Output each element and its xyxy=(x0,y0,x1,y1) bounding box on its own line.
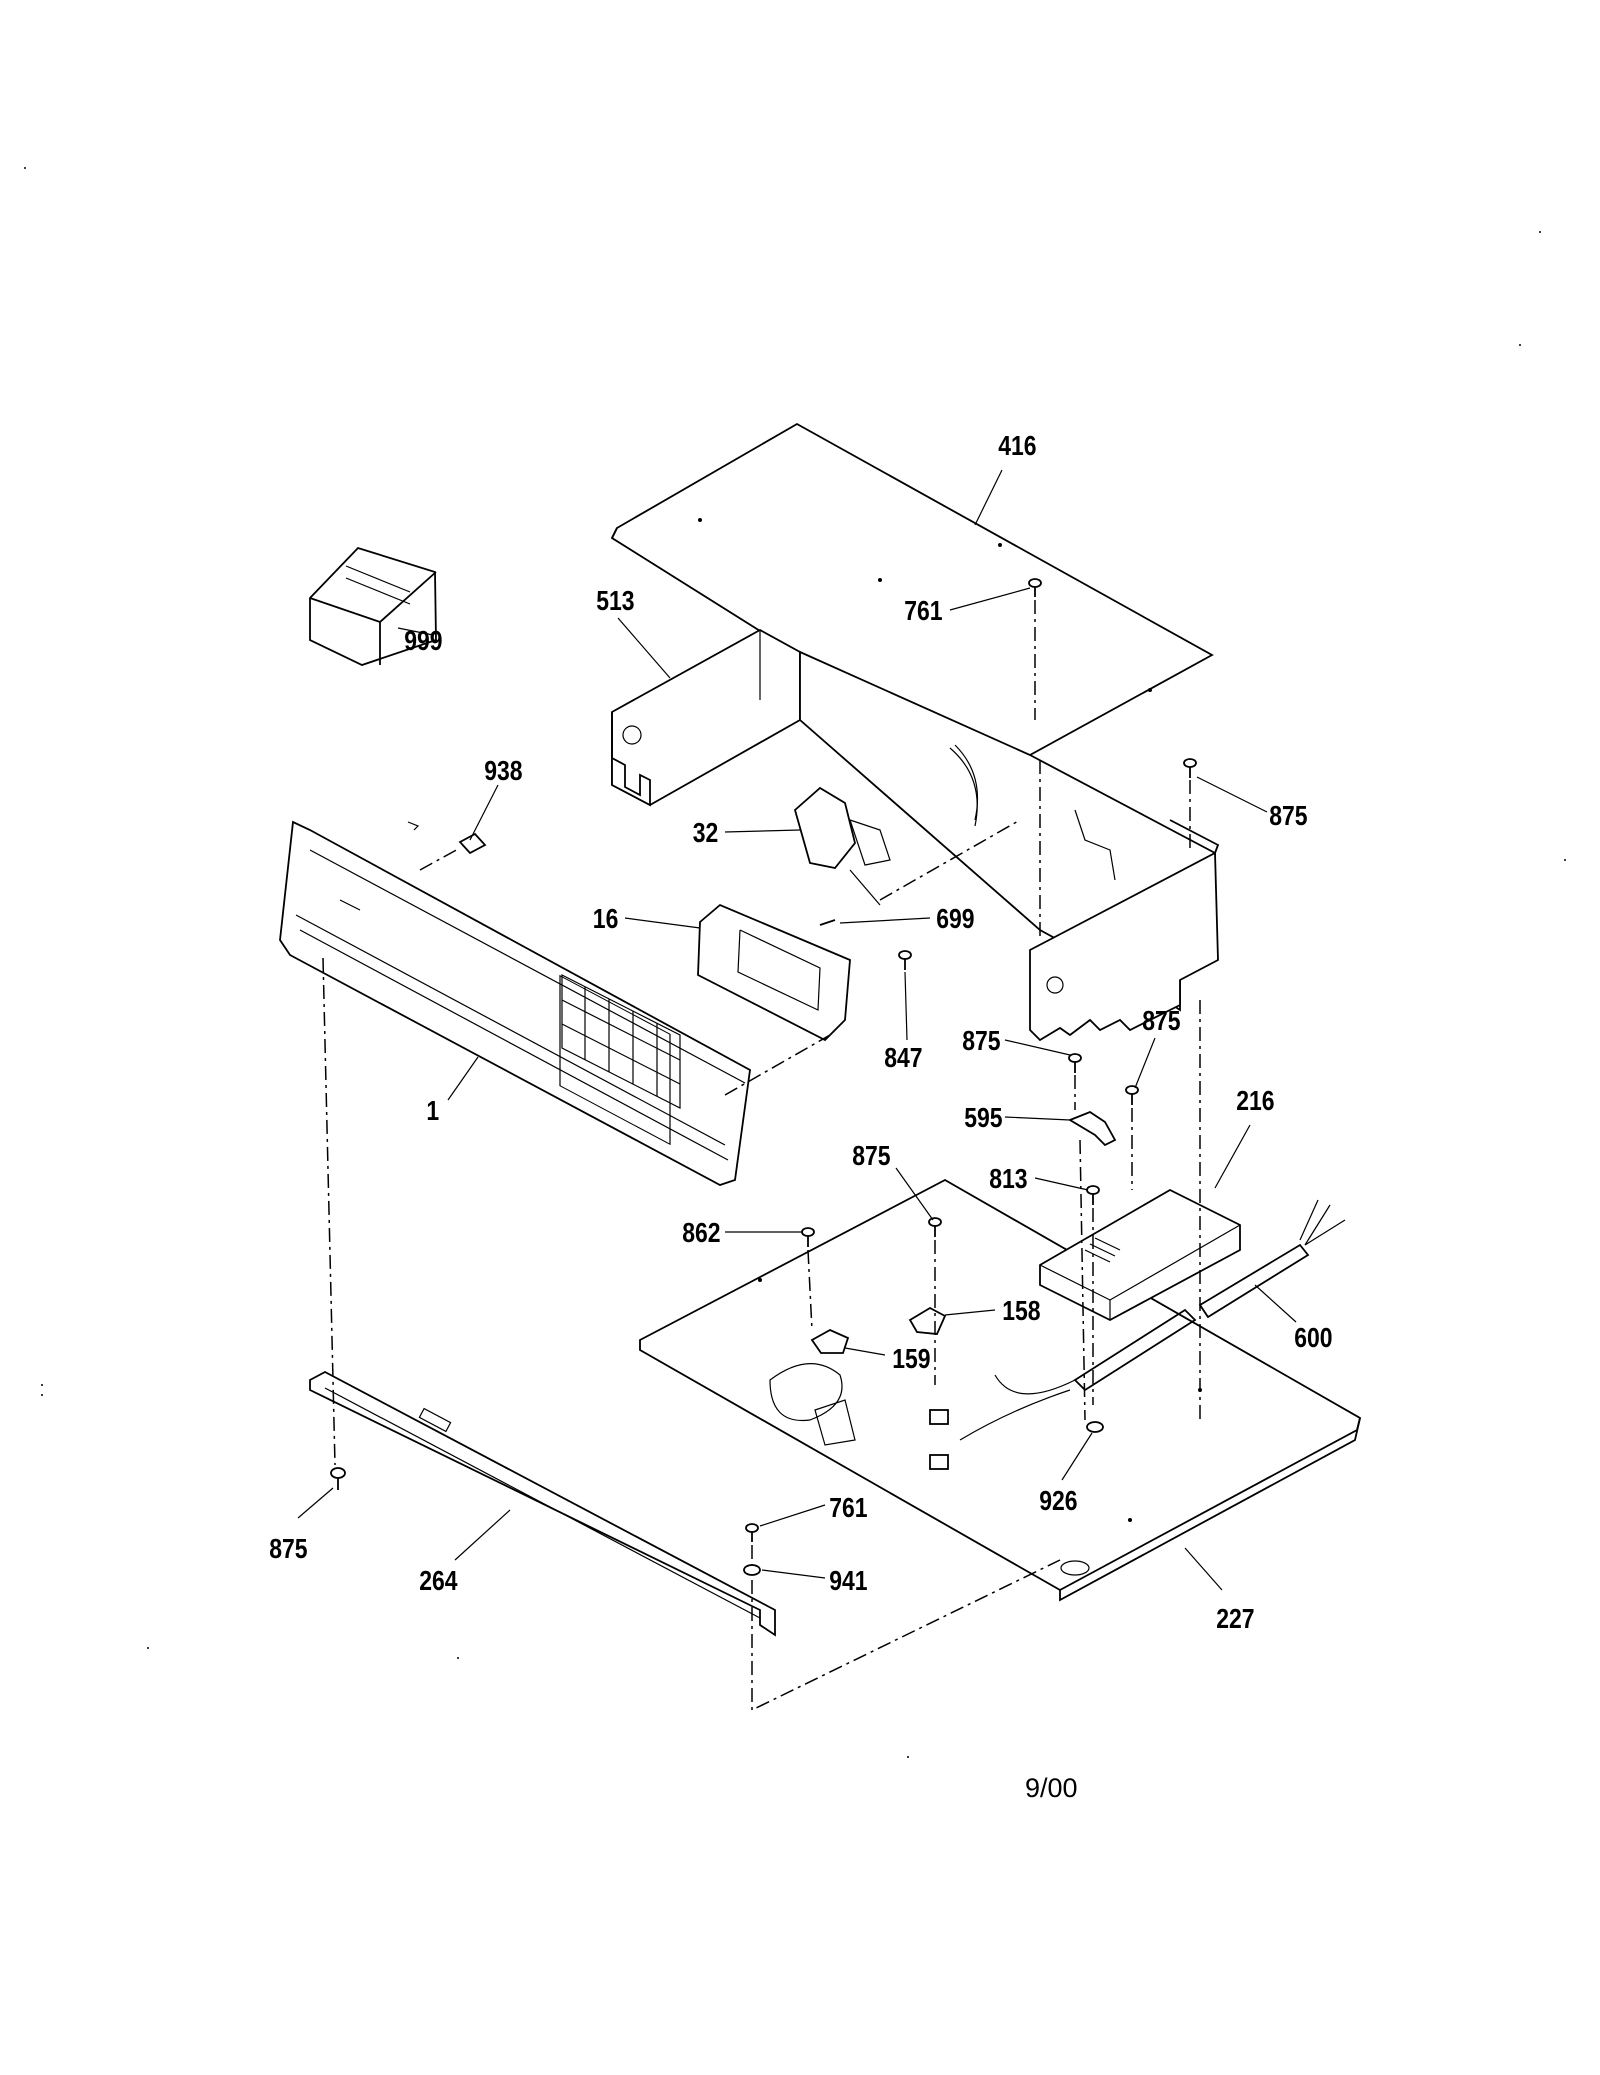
control-box-216 xyxy=(1039,1188,1241,1322)
base-pan-227 xyxy=(639,1178,1362,1602)
control-panel-1 xyxy=(279,820,751,1186)
label-513: 513 xyxy=(596,586,634,617)
label-875-mid-left: 875 xyxy=(962,1026,1000,1057)
alignment-lines xyxy=(322,600,1201,1712)
part-labels: 416 513 761 999 938 875 32 16 699 847 87… xyxy=(269,431,1332,1635)
revision-date: 9/00 xyxy=(1025,1773,1078,1803)
label-159: 159 xyxy=(892,1344,930,1375)
label-813: 813 xyxy=(989,1164,1027,1195)
label-875-base: 875 xyxy=(852,1141,890,1172)
bottom-trim-264 xyxy=(309,1370,776,1637)
keypad-grid xyxy=(561,974,681,1109)
label-264: 264 xyxy=(419,1566,458,1597)
label-761-top: 761 xyxy=(904,596,942,627)
label-875-top-right: 875 xyxy=(1269,801,1307,832)
label-600: 600 xyxy=(1294,1323,1332,1354)
label-1: 1 xyxy=(426,1096,439,1127)
leader-lines xyxy=(297,469,1297,1591)
label-938: 938 xyxy=(484,756,522,787)
label-875-bottom-left: 875 xyxy=(269,1534,307,1565)
label-227: 227 xyxy=(1216,1604,1254,1635)
label-32: 32 xyxy=(693,818,719,849)
label-216: 216 xyxy=(1236,1086,1274,1117)
label-926: 926 xyxy=(1039,1486,1077,1517)
label-999: 999 xyxy=(404,626,442,657)
control-board-16 xyxy=(697,903,851,1042)
label-941: 941 xyxy=(829,1566,867,1597)
label-847: 847 xyxy=(884,1043,922,1074)
label-416: 416 xyxy=(998,431,1036,462)
fan-motor-32 xyxy=(793,786,891,906)
scan-specks xyxy=(24,167,1566,1758)
label-699: 699 xyxy=(936,904,974,935)
label-16: 16 xyxy=(593,904,619,935)
label-862: 862 xyxy=(682,1218,720,1249)
label-875-mid-right: 875 xyxy=(1142,1006,1180,1037)
label-158: 158 xyxy=(1002,1296,1040,1327)
right-side-panel xyxy=(1029,819,1220,1042)
carton-999 xyxy=(309,546,437,666)
wire-harness-600 xyxy=(929,1199,1346,1470)
label-761-bottom: 761 xyxy=(829,1493,867,1524)
label-595: 595 xyxy=(964,1103,1002,1134)
